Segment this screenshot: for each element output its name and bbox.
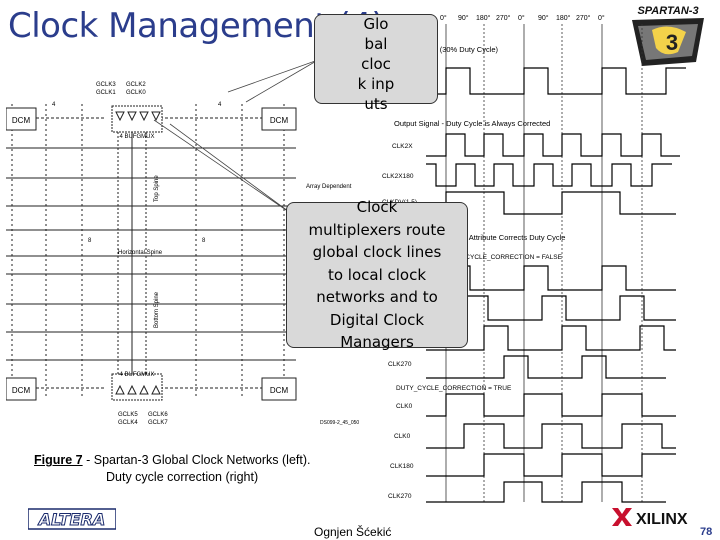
num-8-label-a: 8 bbox=[88, 238, 92, 244]
xilinx-logo-text: XILINX bbox=[636, 511, 688, 528]
dcm-label-bottom-right: DCM bbox=[270, 386, 289, 395]
dcm-label-top-left: DCM bbox=[12, 116, 31, 125]
num-4-label-b: 4 bbox=[218, 102, 222, 108]
author-name: Ognjen Šćekić bbox=[314, 525, 392, 539]
dcc-true-label: DUTY_CYCLE_CORRECTION = TRUE bbox=[396, 385, 512, 392]
svg-text:3: 3 bbox=[666, 30, 678, 55]
top-pin-label-4: GCLK0 bbox=[126, 90, 146, 96]
buf-top-label: 4 BUFGMUX bbox=[119, 134, 154, 140]
wave-clk270-true bbox=[426, 481, 666, 503]
page-number: 78 bbox=[700, 526, 713, 538]
phase-tick-0: 0° bbox=[440, 14, 447, 22]
sig-clk2x180: CLK2X180 bbox=[382, 173, 414, 180]
spartan-logo-text: SPARTAN-3 bbox=[637, 5, 698, 17]
callout-clock-multiplexers bbox=[286, 202, 468, 348]
sig-clk270-a: CLK270 bbox=[388, 361, 412, 368]
horizontal-spine-label: Horizontal Spine bbox=[118, 250, 163, 256]
callout-global-clock-inputs bbox=[314, 14, 438, 104]
buf-bottom-label: 4 BUFGMUX bbox=[119, 372, 154, 378]
dcm-label-top-right: DCM bbox=[270, 116, 289, 125]
top-pin-label-3: GCLK1 bbox=[96, 90, 116, 96]
top-spine-label: Top Spine bbox=[154, 175, 160, 202]
array-dependent-label: Array Dependent bbox=[306, 184, 352, 190]
wave-clk2x bbox=[426, 133, 680, 157]
phase-tick-6: 180° bbox=[556, 14, 571, 22]
phase-tick-4: 0° bbox=[518, 14, 525, 22]
wave-clk90-true bbox=[426, 423, 676, 449]
output-signal-label: Output Signal - Duty Cycle is Always Cor… bbox=[394, 119, 550, 128]
wave-clk180-true bbox=[426, 453, 676, 477]
bottom-pin-label-1: GCLK6 bbox=[148, 412, 168, 418]
wave-clk0-true bbox=[426, 393, 676, 417]
num-4-label-a: 4 bbox=[52, 102, 56, 108]
altera-logo-text: ALTERA bbox=[37, 510, 105, 529]
phase-tick-5: 90° bbox=[538, 14, 549, 22]
sig-clk2x: CLK2X bbox=[392, 143, 413, 150]
top-pin-label-2: GCLK2 bbox=[126, 82, 146, 88]
sig-clk270-b: CLK270 bbox=[388, 493, 412, 500]
xilinx-logo: XILINX bbox=[612, 508, 688, 528]
altera-logo: ALTERA bbox=[28, 508, 116, 530]
bottom-left-label-2: GCLK4 bbox=[118, 420, 138, 426]
bottom-pin-label-2: GCLK7 bbox=[148, 420, 168, 426]
sig-clk0-a: CLK0 bbox=[396, 403, 413, 410]
bottom-left-label-1: GCLK5 bbox=[118, 412, 138, 418]
spartan-logo: SPARTAN-3 3 bbox=[616, 2, 716, 76]
phase-ticks: 0° 90° 180° 270° 0° 90° 180° 270° 0° bbox=[440, 14, 605, 22]
phase-tick-8: 0° bbox=[598, 14, 605, 22]
wave-clk270-false bbox=[426, 355, 666, 379]
sig-clk0-b: CLK0 bbox=[394, 433, 411, 440]
figure-caption: Figure 7 - Spartan-3 Global Clock Networ… bbox=[34, 452, 310, 486]
caption-text-line-2: Duty cycle correction (right) bbox=[106, 470, 259, 484]
phase-tick-1: 90° bbox=[458, 14, 469, 22]
caption-text-line-1: - Spartan-3 Global Clock Networks (left)… bbox=[82, 453, 311, 467]
top-pin-label-1: GCLK3 bbox=[96, 82, 116, 88]
diagram-footer-code: DS099-2_45_050 bbox=[320, 420, 359, 426]
callout-global-clock-inputs-text: Glo bal cloc k inp uts bbox=[357, 15, 395, 113]
wave-clk2x180 bbox=[426, 163, 672, 187]
phase-tick-2: 180° bbox=[476, 14, 491, 22]
callout-clock-multiplexers-text: Clock multiplexers route global clock li… bbox=[308, 198, 446, 351]
sig-clk180: CLK180 bbox=[390, 463, 414, 470]
phase-tick-7: 270° bbox=[576, 14, 591, 22]
bottom-spine-label: Bottom Spine bbox=[154, 291, 160, 328]
phase-tick-3: 270° bbox=[496, 14, 511, 22]
caption-figure-label: Figure 7 bbox=[34, 453, 83, 467]
num-8-label-b: 8 bbox=[202, 238, 206, 244]
dcm-label-bottom-left: DCM bbox=[12, 386, 31, 395]
